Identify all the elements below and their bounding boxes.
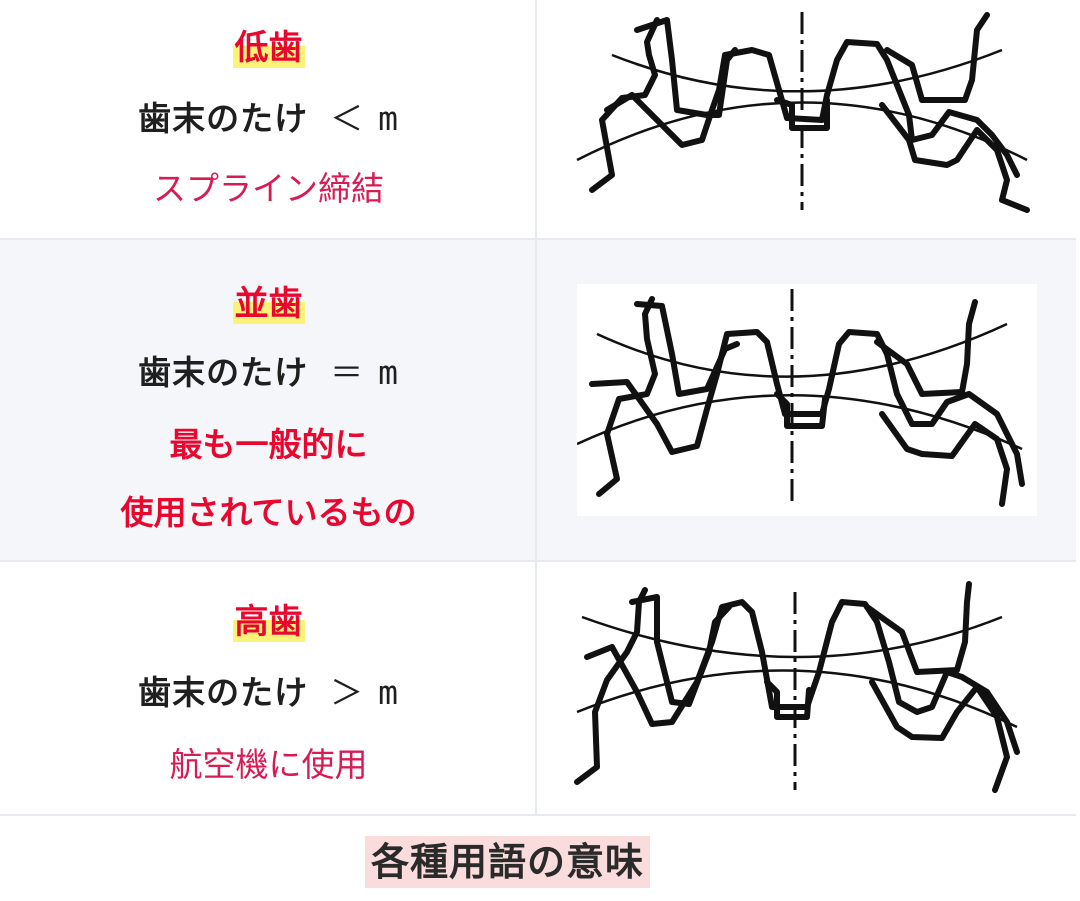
low-tooth-gear-diagram xyxy=(576,12,1030,213)
standard-tooth-gear-diagram xyxy=(576,289,1025,507)
usage-note: スプライン締結 xyxy=(153,169,384,208)
term-label: 並歯 xyxy=(232,284,305,324)
formula-operator: ＜ xyxy=(330,99,365,138)
formula-left: 歯末のたけ xyxy=(138,673,309,712)
formula-right: m xyxy=(378,673,399,712)
formula: 歯末のたけ ＜ m xyxy=(0,92,537,140)
term-label: 低歯 xyxy=(232,28,305,68)
usage-note-line-1: 最も一般的に xyxy=(169,425,368,464)
formula-left: 歯末のたけ xyxy=(138,353,309,392)
term-cell: 並歯 歯末のたけ ＝ m 最も一般的に 使用されているもの xyxy=(0,240,537,560)
table-row-high-tooth: 高歯 歯末のたけ ＞ m 航空機に使用 xyxy=(0,562,1076,816)
high-tooth-gear-diagram xyxy=(574,581,1020,793)
formula-right: m xyxy=(378,99,399,138)
figure-caption: 各種用語の意味 xyxy=(365,836,651,888)
term-cell: 低歯 歯末のたけ ＜ m スプライン締結 xyxy=(0,0,537,238)
table-row-standard-tooth: 並歯 歯末のたけ ＝ m 最も一般的に 使用されているもの xyxy=(0,240,1076,562)
gear-figure-cell xyxy=(537,0,1076,238)
formula-operator: ＞ xyxy=(330,673,365,712)
usage-note-line-2: 使用されているもの xyxy=(120,493,417,532)
gear-figure-cell xyxy=(537,240,1076,560)
usage-note: 航空機に使用 xyxy=(169,745,368,784)
formula: 歯末のたけ ＞ m xyxy=(0,666,537,714)
formula-operator: ＝ xyxy=(330,353,365,392)
gear-figure-cell xyxy=(537,562,1076,814)
formula-right: m xyxy=(378,353,399,392)
table-row-low-tooth: 低歯 歯末のたけ ＜ m スプライン締結 xyxy=(0,0,1076,240)
term-cell: 高歯 歯末のたけ ＞ m 航空機に使用 xyxy=(0,562,537,814)
formula: 歯末のたけ ＝ m xyxy=(0,346,537,394)
term-label: 高歯 xyxy=(232,602,305,642)
formula-left: 歯末のたけ xyxy=(138,99,309,138)
